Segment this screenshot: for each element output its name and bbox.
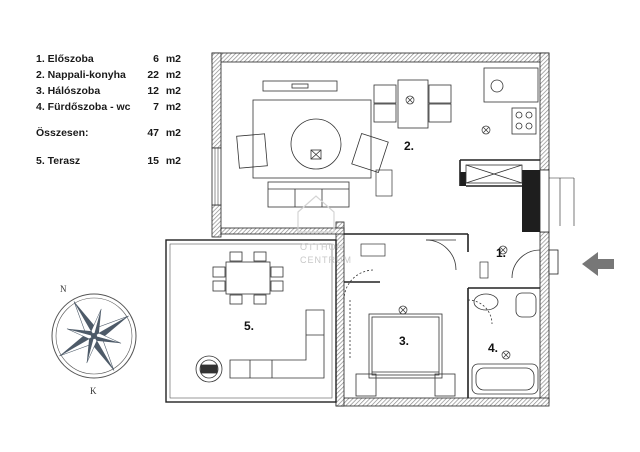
legend-room-area: 7 — [153, 101, 159, 113]
legend-total-unit: m2 — [165, 127, 181, 139]
legend-row-terrace: 5. Terasz 15 m2 — [36, 153, 181, 169]
area-legend: 1. Előszoba 6 m2 2. Nappali-konyha 22 m2… — [36, 51, 181, 169]
legend-row-total: Összesen: 47 m2 — [36, 125, 181, 141]
legend-row-bathroom: 4. Fürdőszoba - wc 7 m2 — [36, 99, 181, 115]
legend-room-area: 22 — [147, 69, 159, 81]
watermark-text-1: OTTHON — [300, 242, 344, 252]
electrical-symbols — [360, 95, 511, 360]
exterior-walls — [211, 52, 550, 407]
entrance-door — [511, 249, 559, 279]
legend-terrace-area: 15 — [147, 155, 159, 167]
legend-room-name: 2. Nappali-konyha — [36, 69, 126, 81]
legend-row-entrance: 1. Előszoba 6 m2 — [36, 51, 181, 67]
interior-walls — [344, 159, 540, 398]
legend-room-name: 1. Előszoba — [36, 53, 94, 65]
room-label-entrance: 1. — [496, 246, 506, 260]
living-window — [211, 147, 222, 206]
legend-room-unit: m2 — [165, 101, 181, 113]
legend-room-unit: m2 — [165, 85, 181, 97]
bedroom-furniture — [343, 239, 457, 397]
legend-row-bedroom: 3. Hálószoba 12 m2 — [36, 83, 181, 99]
compass-rose-icon: N K — [51, 284, 137, 396]
bathroom-fixtures — [467, 292, 539, 395]
living-furniture — [236, 67, 539, 208]
terrace-outline — [165, 239, 337, 403]
legend-terrace-label: 5. Terasz — [36, 155, 81, 167]
watermark-text-2: CENTRUM — [300, 255, 352, 265]
legend-room-name: 3. Hálószoba — [36, 85, 101, 97]
compass-north-label: N — [60, 284, 67, 294]
terrace-furniture — [195, 251, 325, 383]
legend-row-living-kitchen: 2. Nappali-konyha 22 m2 — [36, 67, 181, 83]
legend-room-unit: m2 — [165, 69, 181, 81]
room-label-living: 2. — [404, 139, 414, 153]
legend-room-unit: m2 — [165, 53, 181, 65]
legend-room-area: 12 — [147, 85, 159, 97]
entrance-arrow-icon — [582, 252, 614, 276]
legend-room-name: 4. Fürdőszoba - wc — [36, 101, 131, 113]
compass-south-label: K — [90, 386, 97, 396]
legend-terrace-unit: m2 — [165, 155, 181, 167]
legend-room-area: 6 — [153, 53, 159, 65]
watermark: OTTHON CENTRUM — [297, 195, 352, 265]
room-label-terrace: 5. — [244, 319, 254, 333]
legend-total-label: Összesen: — [36, 127, 89, 139]
balcony-door-right — [539, 169, 575, 233]
legend-total-area: 47 — [147, 127, 159, 139]
room-label-bedroom: 3. — [399, 334, 409, 348]
room-label-bathroom: 4. — [488, 341, 498, 355]
